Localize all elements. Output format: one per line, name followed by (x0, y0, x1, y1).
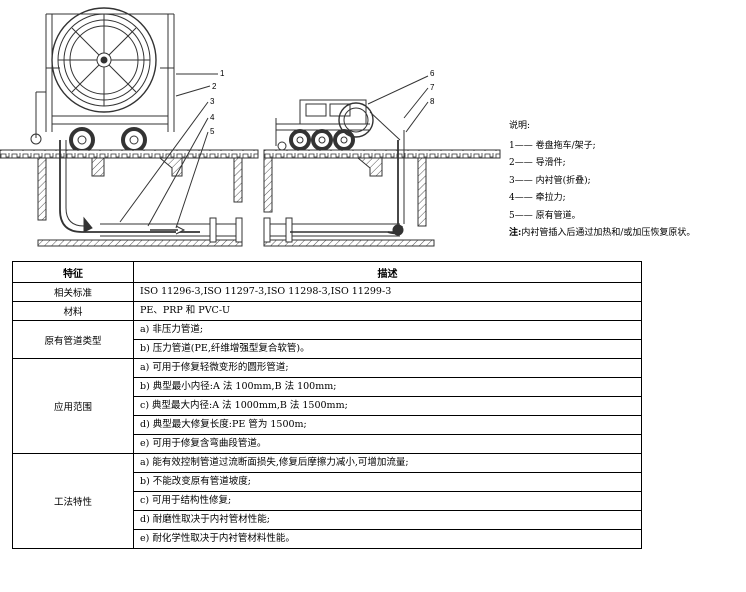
callout-1: 1 (220, 69, 225, 78)
legend-note: 注:内衬管插入后通过加热和/或加压恢复原状。 (509, 225, 695, 243)
callout-5: 5 (210, 127, 215, 136)
table-header-row: 特征 描述 (12, 261, 642, 283)
feature-cell: 材料 (12, 301, 134, 321)
callout-6: 6 (430, 69, 435, 78)
header-description: 描述 (133, 261, 642, 283)
spec-table: 特征 描述 相关标准 ISO 11296-3,ISO 11297-3,ISO 1… (12, 261, 642, 549)
table-row: 材料 PE、PRP 和 PVC-U (12, 301, 642, 321)
description-line: b) 典型最小内径:A 法 100mm,B 法 100mm; (134, 378, 641, 397)
description-cell: PE、PRP 和 PVC-U (133, 301, 642, 321)
description-line: d) 典型最大修复长度:PE 管为 1500m; (134, 416, 641, 435)
header-feature: 特征 (12, 261, 134, 283)
description-line: a) 可用于修复轻微变形的圆形管道; (134, 359, 641, 378)
legend-item-3: 3—— 内衬管(折叠); (509, 175, 591, 186)
feature-cell: 应用范围 (12, 358, 134, 454)
legend-title: 说明: (509, 121, 531, 131)
right-drawing (263, 75, 501, 247)
figure-legend: 说明: 1—— 卷盘拖车/架子; 2—— 导滑件; 3—— 内衬管(折叠); 4… (509, 118, 695, 243)
description-line: PE、PRP 和 PVC-U (140, 305, 231, 316)
description-cell: a) 非压力管道; b) 压力管道(PE,纤维增强型复合软管)。 (133, 320, 642, 359)
right-callout-labels: 6 7 8 (430, 69, 435, 106)
table-row: 工法特性 a) 能有效控制管道过流断面损失,修复后摩擦力减小,可增加流量; b)… (12, 453, 642, 549)
description-line: e) 耐化学性取决于内衬管材料性能。 (140, 533, 295, 544)
description-cell: a) 能有效控制管道过流断面损失,修复后摩擦力减小,可增加流量; b) 不能改变… (133, 453, 642, 549)
legend-note-text: 内衬管插入后通过加热和/或加压恢复原状。 (521, 228, 696, 238)
callout-2: 2 (212, 82, 217, 91)
left-callout-labels: 1 2 3 4 5 (210, 69, 225, 136)
technical-figure: 1 2 3 4 5 (0, 7, 501, 247)
description-line: ISO 11296-3,ISO 11297-3,ISO 11298-3,ISO … (140, 286, 392, 297)
description-line: e) 可用于修复含弯曲段管道。 (140, 438, 267, 449)
callout-3: 3 (210, 97, 215, 106)
description-line: c) 典型最大内径:A 法 1000mm,B 法 1500mm; (134, 397, 641, 416)
description-cell: a) 可用于修复轻微变形的圆形管道; b) 典型最小内径:A 法 100mm,B… (133, 358, 642, 454)
legend-note-label: 注: (509, 228, 522, 238)
description-line: b) 压力管道(PE,纤维增强型复合软管)。 (140, 343, 310, 354)
table-row: 原有管道类型 a) 非压力管道; b) 压力管道(PE,纤维增强型复合软管)。 (12, 320, 642, 359)
description-line: d) 耐磨性取决于内衬管材性能; (134, 511, 641, 530)
callout-8: 8 (430, 97, 435, 106)
feature-cell: 工法特性 (12, 453, 134, 549)
feature-cell: 相关标准 (12, 282, 134, 302)
callout-7: 7 (430, 83, 435, 92)
feature-cell: 原有管道类型 (12, 320, 134, 359)
description-line: a) 非压力管道; (134, 321, 641, 340)
legend-item-1: 1—— 卷盘拖车/架子; (509, 140, 596, 151)
table-row: 相关标准 ISO 11296-3,ISO 11297-3,ISO 11298-3… (12, 282, 642, 302)
description-line: b) 不能改变原有管道坡度; (134, 473, 641, 492)
legend-item-2: 2—— 导滑件; (509, 158, 566, 168)
callout-4: 4 (210, 113, 215, 122)
description-line: a) 能有效控制管道过流断面损失,修复后摩擦力减小,可增加流量; (134, 454, 641, 473)
legend-item-5: 5—— 原有管道。 (509, 210, 581, 221)
legend-item-4: 4—— 牵拉力; (509, 193, 566, 203)
description-cell: ISO 11296-3,ISO 11297-3,ISO 11298-3,ISO … (133, 282, 642, 302)
left-drawing (0, 7, 259, 247)
description-line: c) 可用于结构性修复; (134, 492, 641, 511)
table-row: 应用范围 a) 可用于修复轻微变形的圆形管道; b) 典型最小内径:A 法 10… (12, 358, 642, 454)
